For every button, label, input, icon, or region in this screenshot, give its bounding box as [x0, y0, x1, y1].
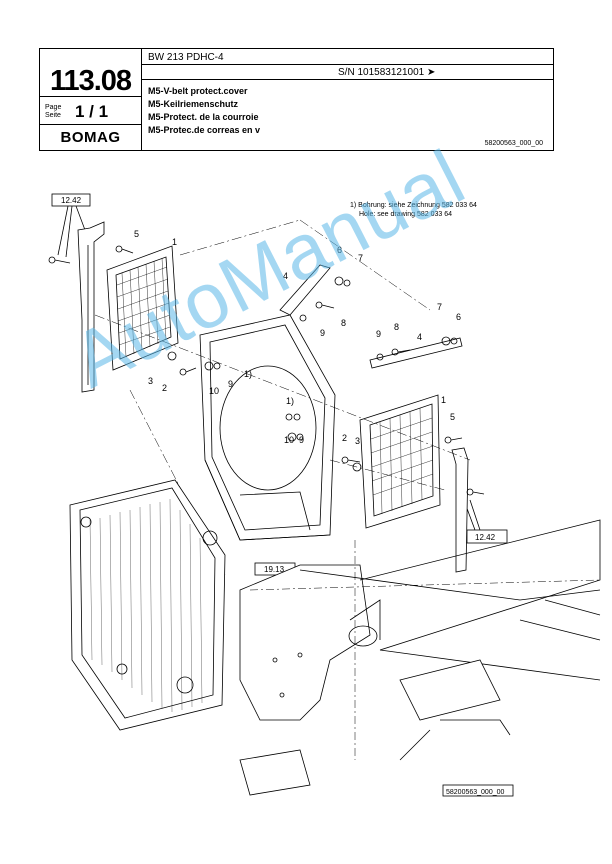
callout: 2: [342, 433, 347, 443]
left-mesh-guard: [106, 245, 179, 371]
exploded-parts-drawing: 1) Bohrung: siehe Zeichnung 582 033 64 H…: [48, 193, 601, 797]
callout: 9: [320, 328, 325, 338]
page-number: 113.08: [49, 65, 132, 97]
drawing-number: 58200563_000_00: [484, 140, 543, 147]
callout: 10: [209, 386, 219, 396]
callout: 4: [283, 271, 288, 281]
serial-number: S/N 101583121001 ➤: [338, 67, 436, 78]
drawing-id-box: 58200563_000_00: [442, 784, 514, 797]
callout: 5: [450, 412, 455, 422]
fasteners: [115, 245, 485, 496]
header-rule: [141, 79, 553, 80]
svg-text:12.42: 12.42: [475, 533, 496, 542]
callout: 6: [456, 312, 461, 322]
page-value: 1 / 1: [75, 102, 109, 121]
page-label: Page Seite: [45, 104, 61, 120]
callout: 1: [441, 395, 446, 405]
callout: 7: [358, 253, 363, 263]
svg-text:19.13: 19.13: [264, 565, 285, 574]
header-rule: [141, 64, 553, 65]
bolt-left: [48, 256, 71, 264]
svg-text:58200563_000_00: 58200563_000_00: [446, 789, 505, 796]
header-rule: [40, 124, 141, 125]
callout: 3: [355, 436, 360, 446]
header-rule: [40, 96, 141, 97]
callout: 3: [148, 376, 153, 386]
callout: 8: [394, 322, 399, 332]
page-label-de: Seite: [45, 112, 61, 119]
ref-box-right: 12.42: [466, 529, 508, 544]
callout: 10: [284, 435, 294, 445]
callout: 5: [134, 229, 139, 239]
callout: 9: [299, 435, 304, 445]
strut-bracket-right: [369, 337, 463, 369]
model-name: BW 213 PDHC-4: [148, 52, 224, 63]
callout-labels: 5 1 3 2 4 6 7 8 9 7 6 8 9 4 1) 9 10 1) 1…: [134, 229, 461, 446]
callout: 1): [286, 396, 294, 406]
page-label-en: Page: [45, 104, 62, 111]
callout: 9: [376, 329, 381, 339]
callout: 7: [437, 302, 442, 312]
title-en: M5-V-belt protect.cover: [148, 86, 248, 96]
note-de: 1) Bohrung: siehe Zeichnung 582 033 64: [350, 202, 477, 209]
fan-shroud: [199, 314, 336, 541]
alignment-lines: [94, 219, 471, 576]
header-divider: [141, 49, 142, 150]
right-mesh-guard: [359, 394, 441, 529]
note-en: Hole: see drawing 582 033 64: [359, 211, 452, 218]
callout: 8: [341, 318, 346, 328]
callout: 1): [244, 369, 252, 379]
ref-box-left: 12.42: [51, 193, 91, 207]
title-es: M5-Protec.de correas en v: [148, 125, 261, 135]
callout: 4: [417, 332, 422, 342]
callout: 9: [228, 379, 233, 389]
radiator: [69, 479, 226, 731]
right-bracket: [451, 447, 469, 573]
title-fr: M5-Protect. de la courroie: [148, 112, 259, 122]
callout: 2: [162, 383, 167, 393]
callout: 6: [337, 245, 342, 255]
left-bracket: [77, 221, 105, 393]
title-de: M5-Keilriemenschutz: [148, 99, 239, 109]
callout: 1: [172, 237, 177, 247]
strut-bracket-upper: [279, 264, 331, 316]
bomag-logo: BOMAG: [60, 129, 121, 146]
frame-centerlines: [249, 540, 601, 760]
svg-text:12.42: 12.42: [61, 196, 82, 205]
chassis-frame: [239, 519, 601, 796]
header-block: BW 213 PDHC-4 S/N 101583121001 ➤ 113.08 …: [39, 48, 554, 151]
